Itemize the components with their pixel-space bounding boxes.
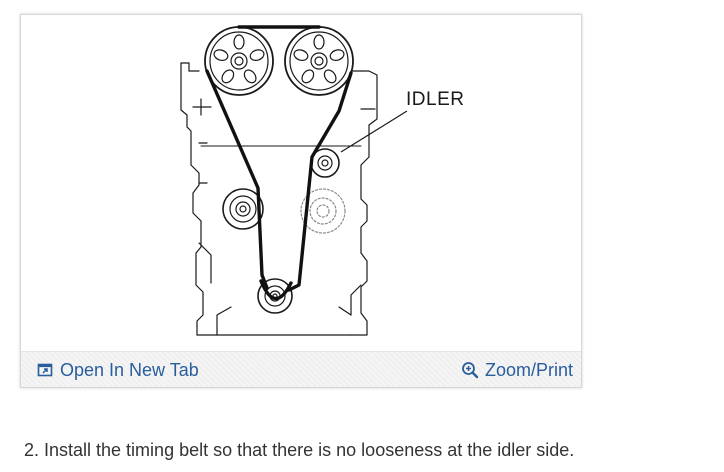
open-in-new-tab-label: Open In New Tab <box>60 359 199 380</box>
timing-belt-diagram[interactable]: IDLER <box>21 15 581 351</box>
external-window-icon <box>35 360 55 380</box>
camshaft-pulley-right <box>284 26 354 96</box>
open-in-new-tab-link[interactable]: Open In New Tab <box>35 352 199 388</box>
figure-toolbar: Open In New Tab Zoom/Print <box>21 351 581 387</box>
idler-callout-label: IDLER <box>406 89 464 110</box>
zoom-print-label: Zoom/Print <box>484 359 573 380</box>
oil-pump-pulley <box>300 188 346 234</box>
zoom-plus-icon <box>460 360 480 380</box>
idler-leader-line <box>340 110 408 153</box>
diagram-figure: IDLER Open In New Tab Zoom/Print <box>20 14 582 388</box>
water-pump-pulley <box>222 188 264 230</box>
camshaft-pulley-left <box>204 26 274 96</box>
instruction-step-text: 2. Install the timing belt so that there… <box>24 440 575 460</box>
timing-belt <box>205 25 353 301</box>
zoom-print-link[interactable]: Zoom/Print <box>460 352 573 388</box>
engine-block-outline <box>180 62 378 336</box>
